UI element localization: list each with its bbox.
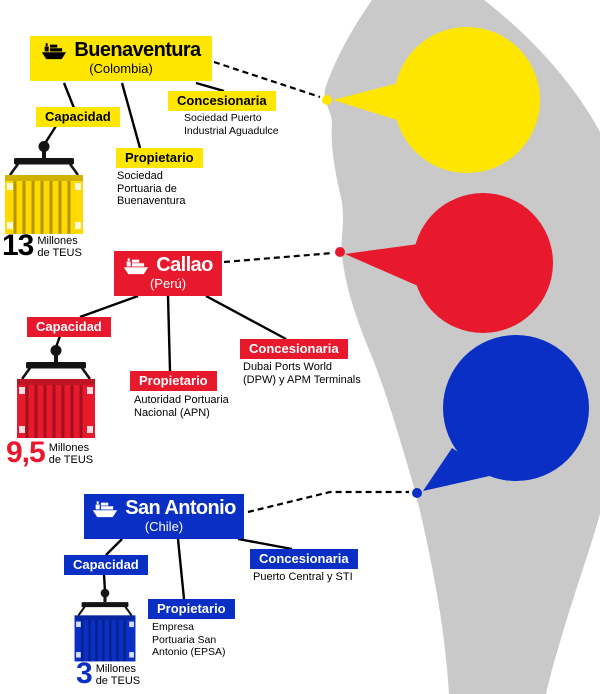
- owner-label: Propietario: [130, 371, 217, 391]
- port-name: San Antonio: [125, 497, 236, 519]
- capacity-value-group: 3 Millones de TEUS: [76, 657, 140, 690]
- ship-icon: [92, 500, 118, 518]
- concession-line: Dubai Ports World: [243, 361, 333, 373]
- capacity-unit: Millones de TEUS: [96, 661, 140, 687]
- unit-line: de TEUS: [37, 246, 82, 259]
- port-country: (Colombia): [89, 61, 153, 76]
- callout-bubble-peru: [345, 193, 553, 333]
- dashed-connectors: [213, 60, 409, 514]
- capacity-unit: Millones de TEUS: [37, 233, 81, 259]
- owner-text: Empresa Portuaria San Antonio (EPSA): [152, 621, 226, 659]
- concession-text: Dubai Ports World (DPW) y APM Terminals: [243, 361, 361, 386]
- container-icon-buenaventura: [2, 140, 86, 236]
- callout-bubble-colombia: [333, 27, 540, 173]
- capacity-value-group: 9,5 Millones de TEUS: [6, 436, 93, 469]
- unit-line: Millones: [37, 235, 78, 247]
- concession-label: Concesionaria: [240, 339, 348, 359]
- owner-line: Autoridad Portuaria: [134, 394, 229, 406]
- map-dot-callao: [335, 247, 345, 257]
- callout-bubble-chile: [423, 335, 589, 491]
- port-country: (Perú): [149, 276, 187, 291]
- ship-icon: [41, 42, 67, 60]
- container-icon-san-antonio: [72, 588, 138, 663]
- unit-line: de TEUS: [95, 674, 141, 687]
- capacity-unit: Millones de TEUS: [49, 440, 93, 466]
- connector-lines-san-antonio: [102, 537, 293, 600]
- capacity-label: Capacidad: [36, 107, 120, 127]
- container-icon-callao: [14, 344, 98, 440]
- concession-line: Industrial Aguadulce: [184, 124, 279, 137]
- owner-line: Buenaventura: [117, 195, 186, 207]
- owner-line: Sociedad: [117, 170, 163, 182]
- concession-text: Sociedad Puerto Industrial Aguadulce: [184, 112, 279, 137]
- capacity-label: Capacidad: [64, 555, 148, 575]
- capacity-value-group: 13 Millones de TEUS: [2, 229, 82, 262]
- unit-line: de TEUS: [48, 453, 94, 466]
- ship-icon: [123, 257, 149, 275]
- owner-line: Antonio (EPSA): [152, 646, 226, 658]
- port-title-callao: Callao (Perú): [114, 251, 222, 297]
- owner-text: Sociedad Portuaria de Buenaventura: [117, 170, 186, 208]
- unit-line: Millones: [48, 442, 90, 454]
- owner-line: Portuaria San: [152, 633, 217, 646]
- concession-line: Puerto Central y STI: [253, 571, 353, 583]
- map-dot-buenaventura: [322, 95, 332, 105]
- port-name: Callao: [156, 254, 213, 276]
- south-america-map: [324, 0, 600, 694]
- port-title-san-antonio: San Antonio (Chile): [84, 494, 244, 540]
- owner-line: Portuaria de: [117, 182, 177, 195]
- concession-line: (DPW) y APM Terminals: [243, 373, 361, 386]
- owner-label: Propietario: [148, 599, 235, 619]
- port-name: Buenaventura: [74, 39, 201, 61]
- capacity-value: 9,5: [6, 436, 46, 469]
- concession-label: Concesionaria: [250, 549, 358, 569]
- port-country: (Chile): [144, 519, 184, 534]
- owner-label: Propietario: [116, 148, 203, 168]
- concession-line: Sociedad Puerto: [184, 112, 262, 124]
- capacity-value: 3: [76, 657, 93, 690]
- unit-line: Millones: [95, 663, 137, 675]
- owner-line: Nacional (APN): [134, 406, 210, 419]
- concession-text: Puerto Central y STI: [253, 571, 353, 584]
- concession-label: Concesionaria: [168, 91, 276, 111]
- owner-line: Empresa: [152, 621, 195, 633]
- capacity-value: 13: [2, 229, 34, 262]
- owner-text: Autoridad Portuaria Nacional (APN): [134, 394, 229, 419]
- capacity-label: Capacidad: [27, 317, 111, 337]
- map-dot-san-antonio: [412, 488, 422, 498]
- port-title-buenaventura: Buenaventura (Colombia): [30, 36, 212, 82]
